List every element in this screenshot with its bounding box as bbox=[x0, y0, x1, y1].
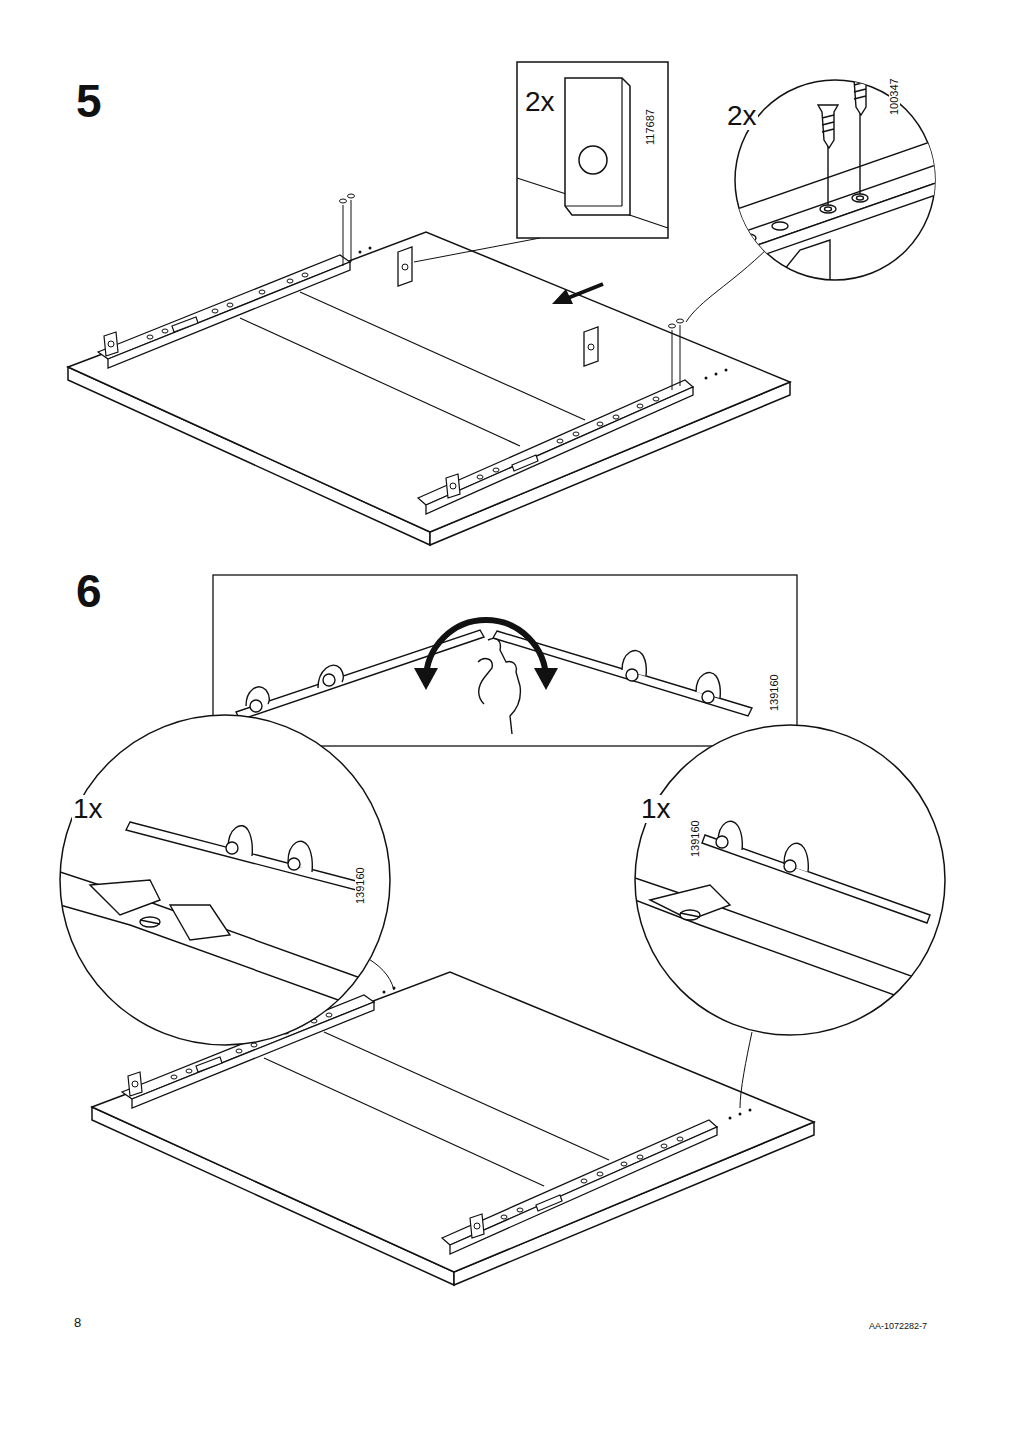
part-number-text: 117687 bbox=[645, 108, 656, 146]
quantity: 1x bbox=[72, 795, 104, 823]
page-number-text: 8 bbox=[73, 1316, 82, 1329]
quantity: 1x bbox=[640, 795, 672, 823]
quantity: 2x bbox=[524, 88, 556, 116]
part-number-text: 139160 bbox=[769, 673, 780, 712]
quantity: 2x bbox=[726, 102, 758, 130]
part-number-text: 139160 bbox=[690, 819, 701, 858]
page-number: 8 bbox=[73, 1313, 82, 1331]
step-number: 5 bbox=[75, 78, 103, 124]
part-number: 139160 bbox=[350, 866, 368, 905]
quantity-text: 2x bbox=[726, 102, 758, 130]
quantity-text: 1x bbox=[72, 795, 104, 823]
step-number-text: 6 bbox=[75, 568, 103, 614]
step-number: 6 bbox=[75, 568, 103, 614]
document-code-text: AA-1072282-7 bbox=[868, 1322, 928, 1331]
part-number: 100347 bbox=[884, 77, 902, 116]
step-number-text: 5 bbox=[75, 78, 103, 124]
quantity-text: 1x bbox=[640, 795, 672, 823]
part-number: 139160 bbox=[764, 673, 782, 712]
part-number: 139160 bbox=[685, 819, 703, 858]
quantity-text: 2x bbox=[524, 88, 556, 116]
part-number: 117687 bbox=[640, 108, 658, 146]
part-number-text: 100347 bbox=[889, 77, 900, 116]
part-number-text: 139160 bbox=[355, 866, 366, 905]
document-code: AA-1072282-7 bbox=[868, 1315, 928, 1333]
